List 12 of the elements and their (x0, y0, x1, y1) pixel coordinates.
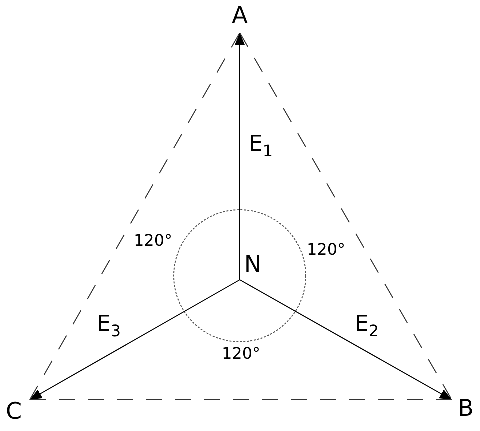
dashed-line (240, 32, 452, 400)
point-label: A (230, 5, 250, 29)
dashed-line (30, 32, 240, 400)
point-label: N (242, 254, 264, 278)
point-label: B (456, 398, 476, 422)
angle-label: 120° (134, 233, 173, 249)
arrow (240, 280, 452, 400)
arrow (30, 280, 240, 400)
angle-label: 120° (307, 242, 346, 258)
arrow (235, 32, 245, 280)
point-label: C (4, 401, 24, 425)
angle-label: 120° (222, 346, 261, 362)
